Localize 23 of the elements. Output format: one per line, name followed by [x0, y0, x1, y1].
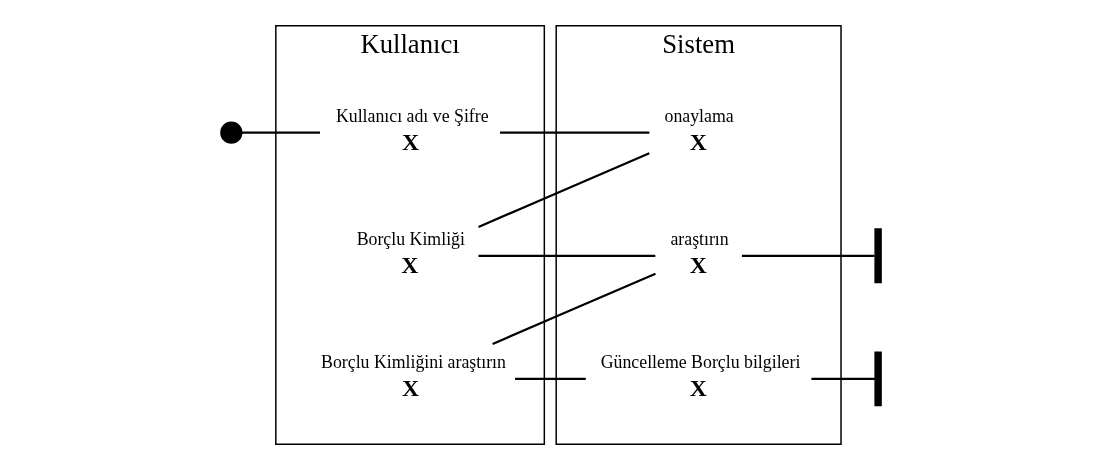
connector	[241, 131, 320, 134]
connector	[514, 377, 586, 380]
node-label: onaylama	[663, 105, 734, 126]
node-label: Borçlu Kimliğini araştırın	[320, 351, 506, 372]
node-label: Güncelleme Borçlu bilgileri	[600, 351, 800, 372]
node-label: Kullanıcı adı ve Şifre	[335, 105, 489, 126]
connector	[499, 131, 649, 134]
connector	[810, 377, 875, 380]
node-text: X	[689, 129, 707, 156]
node-label: araştırın	[669, 228, 729, 249]
node-bar	[873, 351, 882, 407]
node-text: X	[689, 375, 707, 402]
connector	[478, 254, 655, 257]
connector	[491, 272, 656, 345]
node-bar	[873, 228, 882, 284]
node-label: Borçlu Kimliği	[356, 228, 465, 249]
node-text: X	[400, 252, 418, 279]
node-text: X	[689, 252, 707, 279]
node-text: X	[401, 129, 419, 156]
connector	[477, 152, 650, 228]
connector	[741, 254, 875, 257]
node-text: X	[401, 375, 419, 402]
node-circle	[219, 121, 242, 144]
